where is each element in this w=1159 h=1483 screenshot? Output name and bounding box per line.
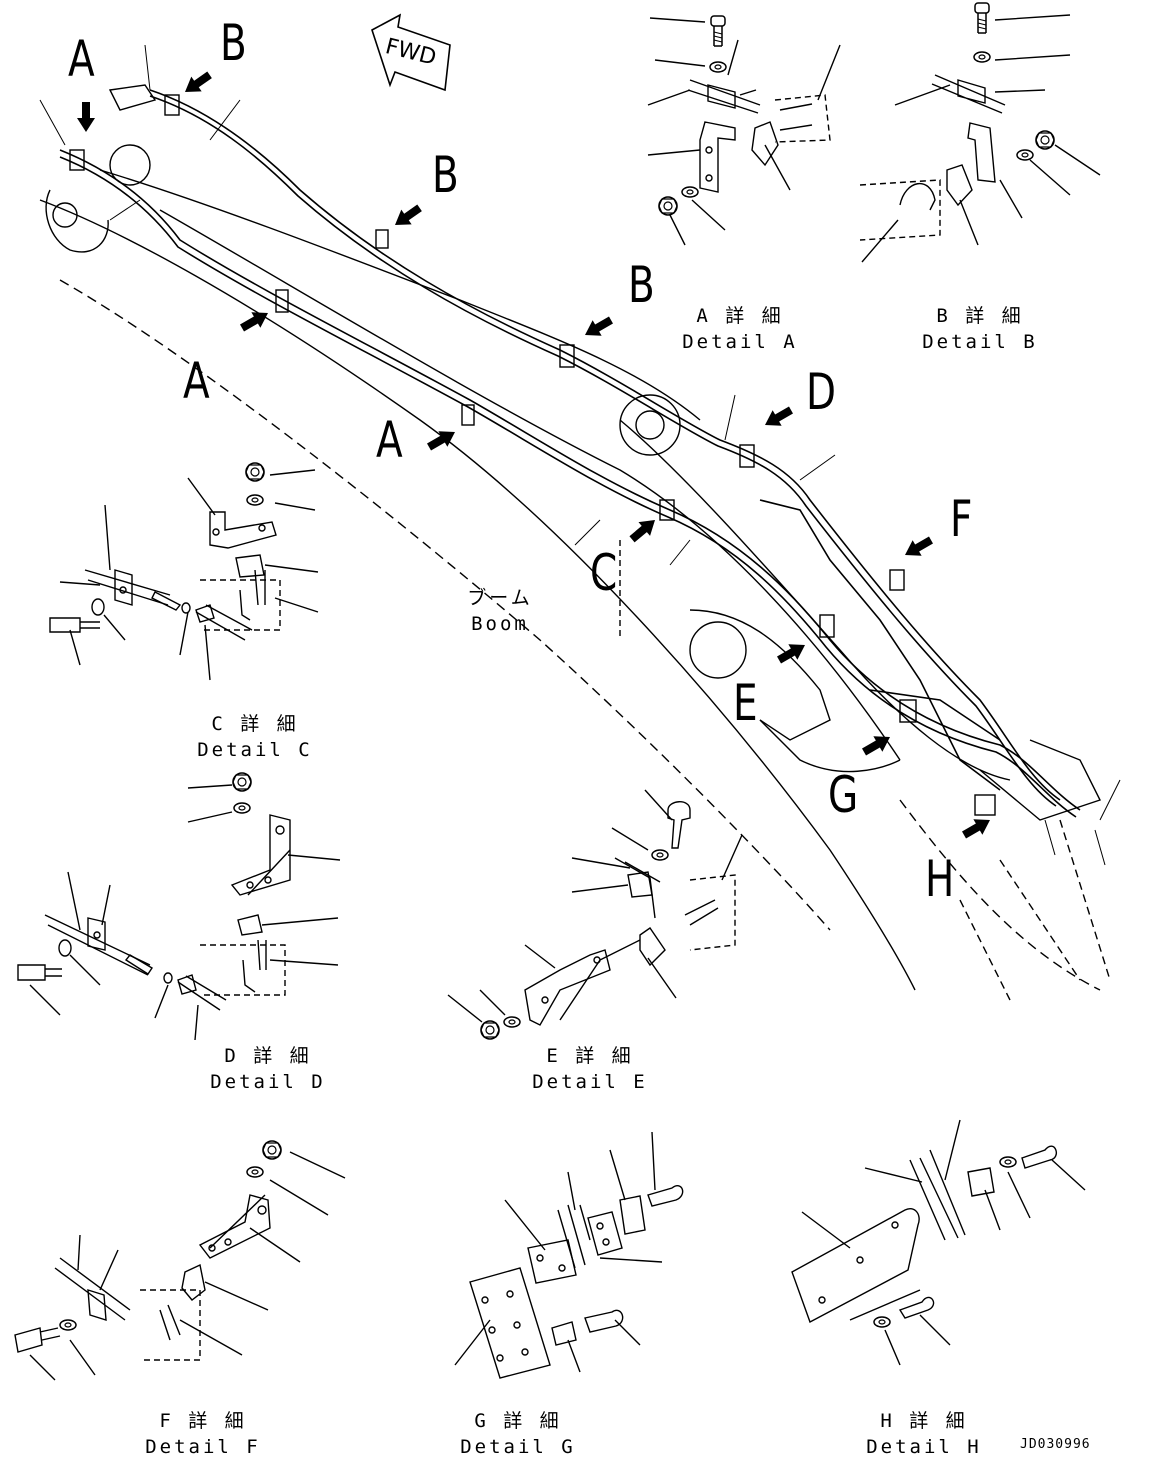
detail-b-exploded <box>859 2 1101 263</box>
callout-a-upper: A <box>68 30 95 88</box>
detail-e-exploded <box>447 789 743 1040</box>
detail-c-exploded <box>49 462 319 681</box>
boom-label: ブーム Boom <box>440 585 560 637</box>
callout-b-mid: B <box>432 146 459 204</box>
detail-b-caption-en: Detail B <box>922 331 1038 353</box>
callout-e: E <box>733 674 758 732</box>
callout-c: C <box>590 544 618 602</box>
detail-g-caption: G 詳 細 Detail G <box>458 1408 578 1460</box>
callout-g: G <box>828 766 859 824</box>
callout-d: D <box>806 363 837 421</box>
detail-h-caption-en: Detail H <box>866 1436 982 1458</box>
detail-g-exploded <box>454 1131 684 1379</box>
detail-d-caption-jp: D 詳 細 <box>224 1045 312 1067</box>
detail-d-exploded <box>17 772 341 1041</box>
detail-a-caption-en: Detail A <box>682 331 798 353</box>
detail-h-caption: H 詳 細 Detail H <box>864 1408 984 1460</box>
detail-a-caption: A 詳 細 Detail A <box>680 303 800 355</box>
callout-b-top: B <box>220 14 247 72</box>
detail-g-caption-en: Detail G <box>460 1436 576 1458</box>
hydraulic-piping <box>59 89 1081 818</box>
detail-c-caption-en: Detail C <box>197 739 313 761</box>
boom-label-en: Boom <box>471 613 529 635</box>
detail-f-exploded <box>14 1140 346 1381</box>
detail-b-caption: B 詳 細 Detail B <box>920 303 1040 355</box>
pipe-clamps <box>69 94 996 816</box>
detail-e-caption: E 詳 細 Detail E <box>530 1043 650 1095</box>
callout-h: H <box>925 850 955 908</box>
detail-e-caption-en: Detail E <box>532 1071 648 1093</box>
detail-g-caption-jp: G 詳 細 <box>474 1410 562 1432</box>
callout-a-center: A <box>376 411 403 469</box>
detail-c-caption: C 詳 細 Detail C <box>195 711 315 763</box>
detail-a-caption-jp: A 詳 細 <box>696 305 784 327</box>
detail-d-caption-en: Detail D <box>210 1071 326 1093</box>
boom-label-jp: ブーム <box>467 587 533 609</box>
detail-h-exploded <box>791 1119 1086 1366</box>
detail-f-caption-jp: F 詳 細 <box>159 1410 247 1432</box>
detail-b-caption-jp: B 詳 細 <box>936 305 1024 327</box>
detail-f-caption: F 詳 細 Detail F <box>143 1408 263 1460</box>
leader-lines <box>39 44 1121 866</box>
detail-h-caption-jp: H 詳 細 <box>880 1410 968 1432</box>
callout-b-lower: B <box>628 256 655 314</box>
callout-f: F <box>950 490 973 548</box>
fwd-indicator <box>371 13 451 92</box>
drawing-code: JD030996 <box>1020 1437 1091 1452</box>
detail-a-exploded <box>647 15 841 246</box>
boom-outline <box>39 84 1111 1001</box>
detail-d-caption: D 詳 細 Detail D <box>208 1043 328 1095</box>
detail-e-caption-jp: E 詳 細 <box>546 1045 634 1067</box>
callout-a-left: A <box>183 352 210 410</box>
detail-c-caption-jp: C 詳 細 <box>211 713 299 735</box>
detail-f-caption-en: Detail F <box>145 1436 261 1458</box>
